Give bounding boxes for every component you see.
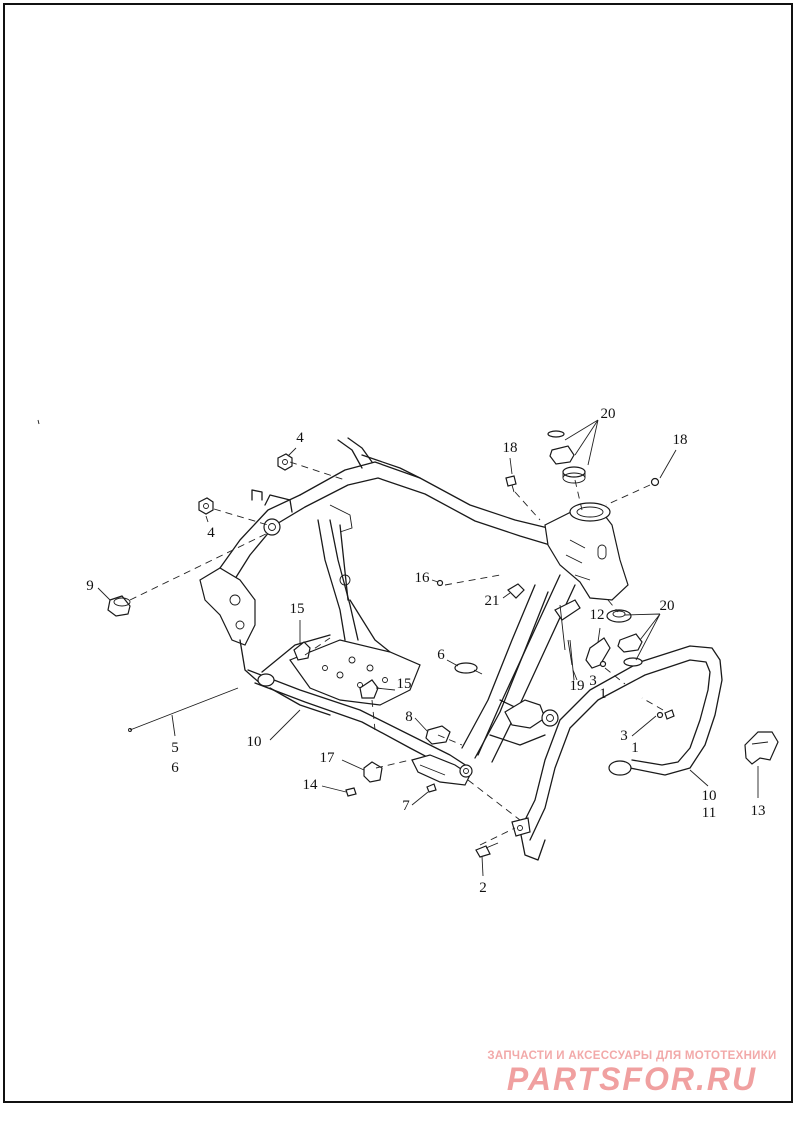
callout-2: 2 xyxy=(479,880,487,896)
callout-10: 10 xyxy=(247,734,262,750)
callout-8: 8 xyxy=(405,709,413,725)
callout-21: 21 xyxy=(485,593,500,609)
callout-3: 3 xyxy=(589,673,597,689)
callout-16: 16 xyxy=(415,570,431,586)
callout-5: 5 xyxy=(171,740,179,756)
watermark: ЗАПЧАСТИ И АКСЕССУАРЫ ДЛЯ МОТОТЕХНИКИ PA… xyxy=(482,1050,782,1096)
hardware-parts xyxy=(107,430,779,858)
callout-9: 9 xyxy=(86,578,94,594)
callout-18: 18 xyxy=(673,432,688,448)
callout-6: 6 xyxy=(437,647,445,663)
callout-14: 14 xyxy=(303,777,319,793)
engine-guard xyxy=(511,645,723,861)
callout-15: 15 xyxy=(290,601,305,617)
callout-20: 20 xyxy=(660,598,675,614)
callout-20: 20 xyxy=(601,406,616,422)
callout-12: 12 xyxy=(590,607,605,623)
callout-3: 3 xyxy=(620,728,628,744)
callout-10: 10 xyxy=(702,788,717,804)
callout-17: 17 xyxy=(320,750,336,766)
watermark-tagline: ЗАПЧАСТИ И АКСЕССУАРЫ ДЛЯ МОТОТЕХНИКИ xyxy=(487,1050,777,1062)
callout-1: 1 xyxy=(599,686,607,702)
frame-drawing xyxy=(199,437,629,786)
callout-4: 4 xyxy=(207,525,215,541)
callout-4: 4 xyxy=(296,430,304,446)
callout-13: 13 xyxy=(751,803,766,819)
callout-19: 19 xyxy=(570,678,585,694)
callout-11: 11 xyxy=(702,805,716,821)
callout-7: 7 xyxy=(402,798,410,814)
leader-lines xyxy=(97,419,759,877)
page-border xyxy=(3,3,793,1103)
assembly-lines xyxy=(129,461,664,846)
callout-6: 6 xyxy=(171,760,179,776)
stray-mark xyxy=(37,419,40,425)
callout-1: 1 xyxy=(631,740,639,756)
callout-15: 15 xyxy=(397,676,412,692)
callout-18: 18 xyxy=(503,440,518,456)
watermark-logo: PARTSFOR.RU xyxy=(506,1061,758,1097)
